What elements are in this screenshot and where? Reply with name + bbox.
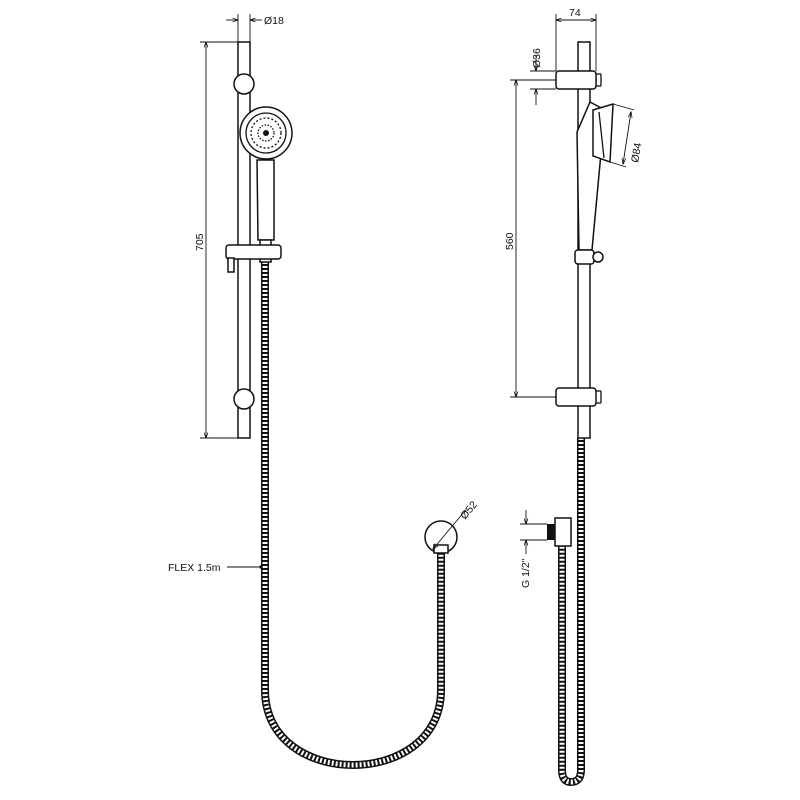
front-bottom-bracket	[233, 388, 255, 410]
rail-length-dimension: 705	[194, 42, 238, 438]
side-head-face-line	[598, 111, 605, 159]
head-diameter-label: Ø84	[629, 142, 644, 164]
thread-dimension: G 1/2"	[520, 510, 547, 588]
hose-label: FLEX 1.5m	[168, 562, 221, 574]
side-hose-braid	[559, 438, 584, 785]
side-view: 74 Ø36 560 Ø84	[504, 7, 644, 787]
bracket-diameter-label: Ø36	[531, 48, 543, 68]
rail-diameter-label: Ø18	[264, 15, 284, 27]
depth-label: 74	[569, 7, 581, 19]
rail-diameter-dimension: Ø18	[226, 14, 284, 42]
front-shower-head	[239, 106, 293, 160]
side-hose-outer	[558, 438, 585, 787]
outlet-diameter-label: Ø52	[458, 499, 480, 522]
front-handset-handle	[256, 159, 275, 241]
front-rail	[237, 41, 251, 439]
head-diameter-dimension: Ø84	[609, 103, 644, 168]
bracket-spacing-label: 560	[504, 232, 516, 250]
front-top-bracket	[233, 73, 255, 95]
hose-leader: FLEX 1.5m	[168, 562, 263, 574]
thread-label: G 1/2"	[520, 558, 532, 588]
depth-dimension: 74	[556, 7, 596, 71]
side-slider	[574, 249, 595, 265]
front-slider-knob	[227, 257, 235, 273]
front-hose-braid	[262, 262, 444, 768]
rail-length-label: 705	[194, 233, 206, 251]
side-bottom-bracket	[555, 387, 597, 407]
side-top-bracket	[555, 70, 597, 90]
front-hose-outer	[261, 262, 445, 769]
front-slider	[225, 244, 282, 260]
side-slider-knob	[592, 251, 604, 263]
bracket-spacing-dimension: 560	[504, 80, 556, 397]
side-wall-outlet	[547, 517, 572, 547]
bracket-diameter-dimension: Ø36	[530, 48, 556, 105]
front-view: Ø18 705 Ø52 FLEX 1.5m	[168, 14, 480, 769]
